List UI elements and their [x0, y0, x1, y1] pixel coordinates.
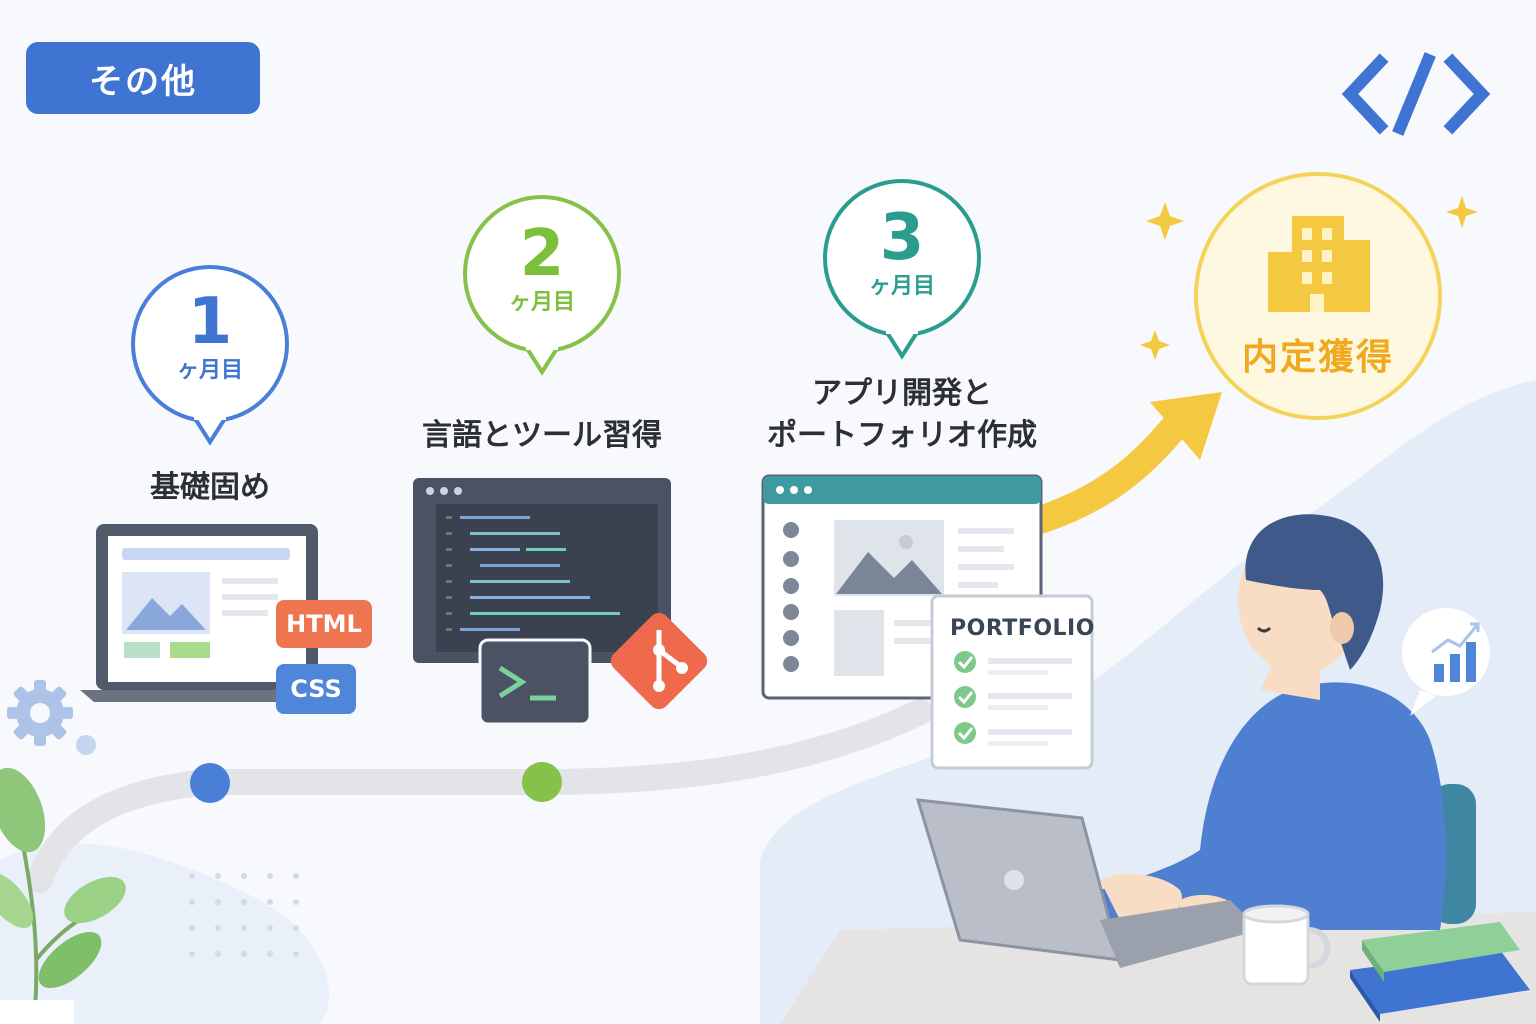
sparkle-icon [1140, 196, 1478, 360]
css-tag: CSS [276, 664, 356, 714]
chart-icon [1402, 608, 1490, 716]
code-editor-illustration [413, 478, 671, 663]
step-2-unit: ヶ月目 [508, 290, 575, 315]
laptop-illustration-2 [915, 798, 1260, 968]
pin-step-1 [131, 265, 289, 446]
person-illustration [1100, 514, 1446, 934]
category-badge: その他 [26, 42, 260, 114]
step-1-pin-label: 1 ヶ月目 [133, 290, 287, 382]
step-3-title-line1: アプリ開発と [812, 376, 992, 411]
laptop-illustration-1 [80, 524, 334, 702]
code-brackets-icon [1341, 52, 1491, 136]
timeline-path [27, 699, 933, 893]
building-icon [1268, 216, 1370, 312]
portfolio-card [930, 594, 1094, 770]
pin-step-3 [823, 179, 981, 360]
terminal-icon [478, 638, 592, 726]
mug-illustration [1242, 904, 1331, 986]
timeline-dot-2 [522, 762, 562, 802]
step-3-number: 3 [879, 201, 925, 275]
timeline-dot-1 [190, 763, 230, 803]
goal-text: 内定獲得 [1241, 337, 1394, 378]
mountain-image-icon [126, 598, 206, 630]
step-3-title-line2: ポートフォリオ作成 [767, 418, 1037, 453]
html-tag: HTML [276, 600, 372, 648]
step-2-pin-label: 2 ヶ月目 [465, 222, 619, 314]
growth-arrow [1026, 392, 1222, 534]
pin-step-2 [463, 195, 621, 376]
step-2-title: 言語とツール習得 [422, 418, 662, 453]
step-1-unit: ヶ月目 [176, 358, 243, 383]
step-3-unit: ヶ月目 [868, 274, 935, 299]
dot-grid [189, 873, 299, 957]
goal-label: 内定獲得 [1196, 328, 1440, 380]
plant-illustration [0, 767, 126, 1024]
step-1-number: 1 [187, 285, 233, 359]
step-2-number: 2 [519, 217, 565, 291]
check-icon [954, 651, 976, 744]
step-3-pin-label: 3 ヶ月目 [825, 206, 979, 298]
portfolio-title: PORTFOLIO [950, 616, 1095, 641]
git-icon [610, 612, 708, 710]
gear-icon [7, 680, 96, 755]
step-1-title: 基礎固め [150, 470, 270, 505]
books-illustration [1350, 922, 1530, 1022]
